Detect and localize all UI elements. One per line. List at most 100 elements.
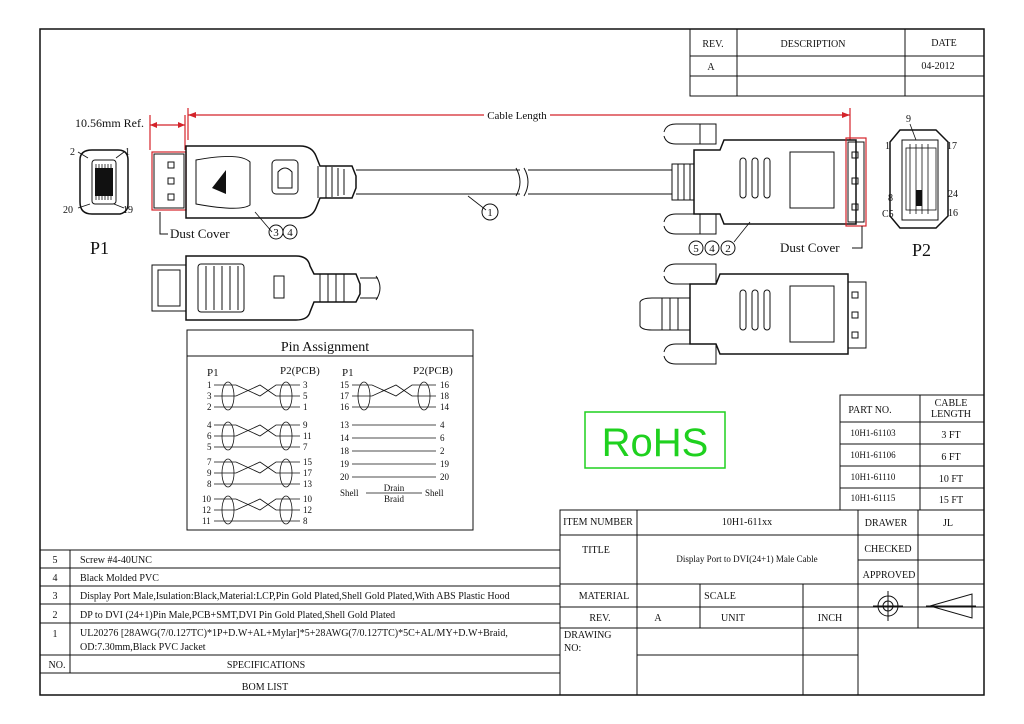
part-number-table: PART NO. CABLE LENGTH 10H1-61103 3 FT 10… bbox=[839, 394, 985, 511]
pin-label: 14 bbox=[440, 402, 450, 412]
pin-label: 13 bbox=[340, 420, 350, 430]
pin-label: 15 bbox=[303, 457, 313, 467]
pin-label: 2 bbox=[207, 402, 212, 412]
projection-symbol bbox=[873, 591, 976, 621]
pin-group-2: 4 9 6 11 5 7 bbox=[207, 420, 312, 452]
drain-label: Drain bbox=[384, 483, 405, 493]
ref-dimension-label: 10.56mm Ref. bbox=[75, 116, 144, 130]
pin-label: 19 bbox=[340, 459, 350, 469]
pin-label: 16 bbox=[440, 380, 450, 390]
pin-label: 18 bbox=[340, 446, 350, 456]
p2-connector-face: 9 1 17 8 24 C5 16 P2 bbox=[882, 114, 958, 260]
pin-label: 10 bbox=[303, 494, 313, 504]
p2-pin-1: 1 bbox=[885, 141, 890, 152]
pin-col1-p2: P2(PCB) bbox=[280, 365, 320, 377]
pin-label: 20 bbox=[440, 472, 450, 482]
p2-pin-16: 16 bbox=[948, 208, 958, 219]
pin-label: 16 bbox=[340, 402, 350, 412]
shell-left-label: Shell bbox=[340, 488, 359, 498]
cable-length-header-1: CABLE bbox=[935, 398, 968, 409]
rev-header: REV. bbox=[702, 39, 723, 50]
item-number-value: 10H1-611xx bbox=[722, 517, 772, 528]
checked-label: CHECKED bbox=[864, 544, 911, 555]
pin-label: 8 bbox=[207, 479, 212, 489]
pin-label: 17 bbox=[303, 468, 313, 478]
pin-label: 6 bbox=[440, 433, 445, 443]
length-cell: 15 FT bbox=[939, 495, 963, 506]
pin-label: 19 bbox=[440, 459, 450, 469]
bom-list-title: BOM LIST bbox=[242, 682, 288, 693]
pin-label: 6 bbox=[207, 431, 212, 441]
length-cell: 3 FT bbox=[941, 430, 960, 441]
bom-no: 2 bbox=[53, 610, 58, 621]
date-header: DATE bbox=[931, 38, 957, 49]
pin-col1-p1: P1 bbox=[207, 367, 219, 379]
callout-4b: 4 bbox=[709, 243, 715, 255]
pin-label: 11 bbox=[303, 431, 312, 441]
pin-label: 14 bbox=[340, 433, 350, 443]
p2-pin-17: 17 bbox=[947, 141, 957, 152]
part-no-header: PART NO. bbox=[848, 405, 891, 416]
part-no-cell: 10H1-61103 bbox=[850, 428, 896, 438]
part-no-cell: 10H1-61110 bbox=[851, 472, 896, 482]
pin-label: 10 bbox=[202, 494, 212, 504]
callout-5: 5 bbox=[693, 243, 699, 255]
pin-col2-p2: P2(PCB) bbox=[413, 365, 453, 377]
pin-label: 5 bbox=[207, 442, 212, 452]
description-header: DESCRIPTION bbox=[780, 39, 845, 50]
bom-no: 5 bbox=[53, 555, 58, 566]
shell-drain: Shell Shell Drain Braid bbox=[340, 483, 444, 504]
bom-spec-line2: OD:7.30mm,Black PVC Jacket bbox=[80, 642, 206, 653]
bom-spec: Screw #4-40UNC bbox=[80, 555, 152, 566]
pin-label: 2 bbox=[440, 446, 445, 456]
approved-label: APPROVED bbox=[863, 570, 916, 581]
pin-label: 20 bbox=[340, 472, 350, 482]
title-value: Display Port to DVI(24+1) Male Cable bbox=[676, 554, 817, 564]
length-cell: 6 FT bbox=[941, 452, 960, 463]
braid-label: Braid bbox=[384, 494, 404, 504]
pin-group-4: 10 10 12 12 11 8 bbox=[202, 494, 313, 526]
part-no-cell: 10H1-61115 bbox=[851, 493, 896, 503]
pin-label: 13 bbox=[303, 479, 313, 489]
rev-value: A bbox=[707, 62, 715, 73]
bom-spec: UL20276 [28AWG(7/0.127TC)*1P+D.W+AL+Myla… bbox=[80, 628, 508, 639]
dvi-connector-top: 5 4 2 Dust Cover bbox=[663, 123, 867, 256]
p1-pin-19: 19 bbox=[123, 205, 133, 216]
pin-label: 5 bbox=[303, 391, 308, 401]
pin-assignment: Pin Assignment P1 P2(PCB) P1 P2(PCB) 1 3… bbox=[186, 329, 474, 531]
callout-4: 4 bbox=[287, 227, 293, 239]
bom-spec-header: SPECIFICATIONS bbox=[227, 660, 305, 671]
title-block: ITEM NUMBER 10H1-611xx DRAWER JL TITLE D… bbox=[559, 509, 985, 696]
cable-length-label: Cable Length bbox=[487, 110, 547, 122]
rohs-mark: RoHS bbox=[584, 411, 726, 469]
p1-label: P1 bbox=[90, 238, 109, 258]
rohs-label: RoHS bbox=[602, 421, 709, 465]
pin-assignment-title: Pin Assignment bbox=[281, 340, 369, 355]
dust-cover-left-label: Dust Cover bbox=[170, 226, 230, 241]
pin-group-3: 7 15 9 17 8 13 bbox=[207, 457, 313, 489]
bom-table: 5 Screw #4-40UNC 4 Black Molded PVC 3 Di… bbox=[39, 549, 561, 696]
pin-group-right-straight: 13 4 14 6 18 2 19 19 20 20 bbox=[340, 420, 450, 482]
callout-2: 2 bbox=[725, 243, 731, 255]
p2-pin-24: 24 bbox=[948, 189, 958, 200]
callout-1: 1 bbox=[487, 207, 493, 219]
rev-value: A bbox=[654, 613, 662, 624]
p2-pin-8: 8 bbox=[888, 193, 893, 204]
pin-label: 9 bbox=[207, 468, 212, 478]
p2-pin-c5: C5 bbox=[882, 209, 894, 220]
pin-label: 7 bbox=[207, 457, 212, 467]
drawing-no-label-1: DRAWING bbox=[564, 630, 612, 641]
bom-spec: Display Port Male,Isulation:Black,Materi… bbox=[80, 591, 510, 602]
pin-label: 1 bbox=[207, 380, 212, 390]
drawer-value: JL bbox=[943, 518, 953, 529]
dust-cover-right-label: Dust Cover bbox=[780, 240, 840, 255]
cable-length-dimension: Cable Length bbox=[187, 108, 851, 140]
dp-connector-bottom bbox=[151, 255, 381, 321]
callout-3: 3 bbox=[273, 227, 279, 239]
pin-label: 4 bbox=[207, 420, 212, 430]
material-label: MATERIAL bbox=[579, 591, 630, 602]
bom-no-header: NO. bbox=[49, 660, 66, 671]
cable-length-header-2: LENGTH bbox=[931, 409, 971, 420]
date-value: 04-2012 bbox=[921, 61, 954, 72]
